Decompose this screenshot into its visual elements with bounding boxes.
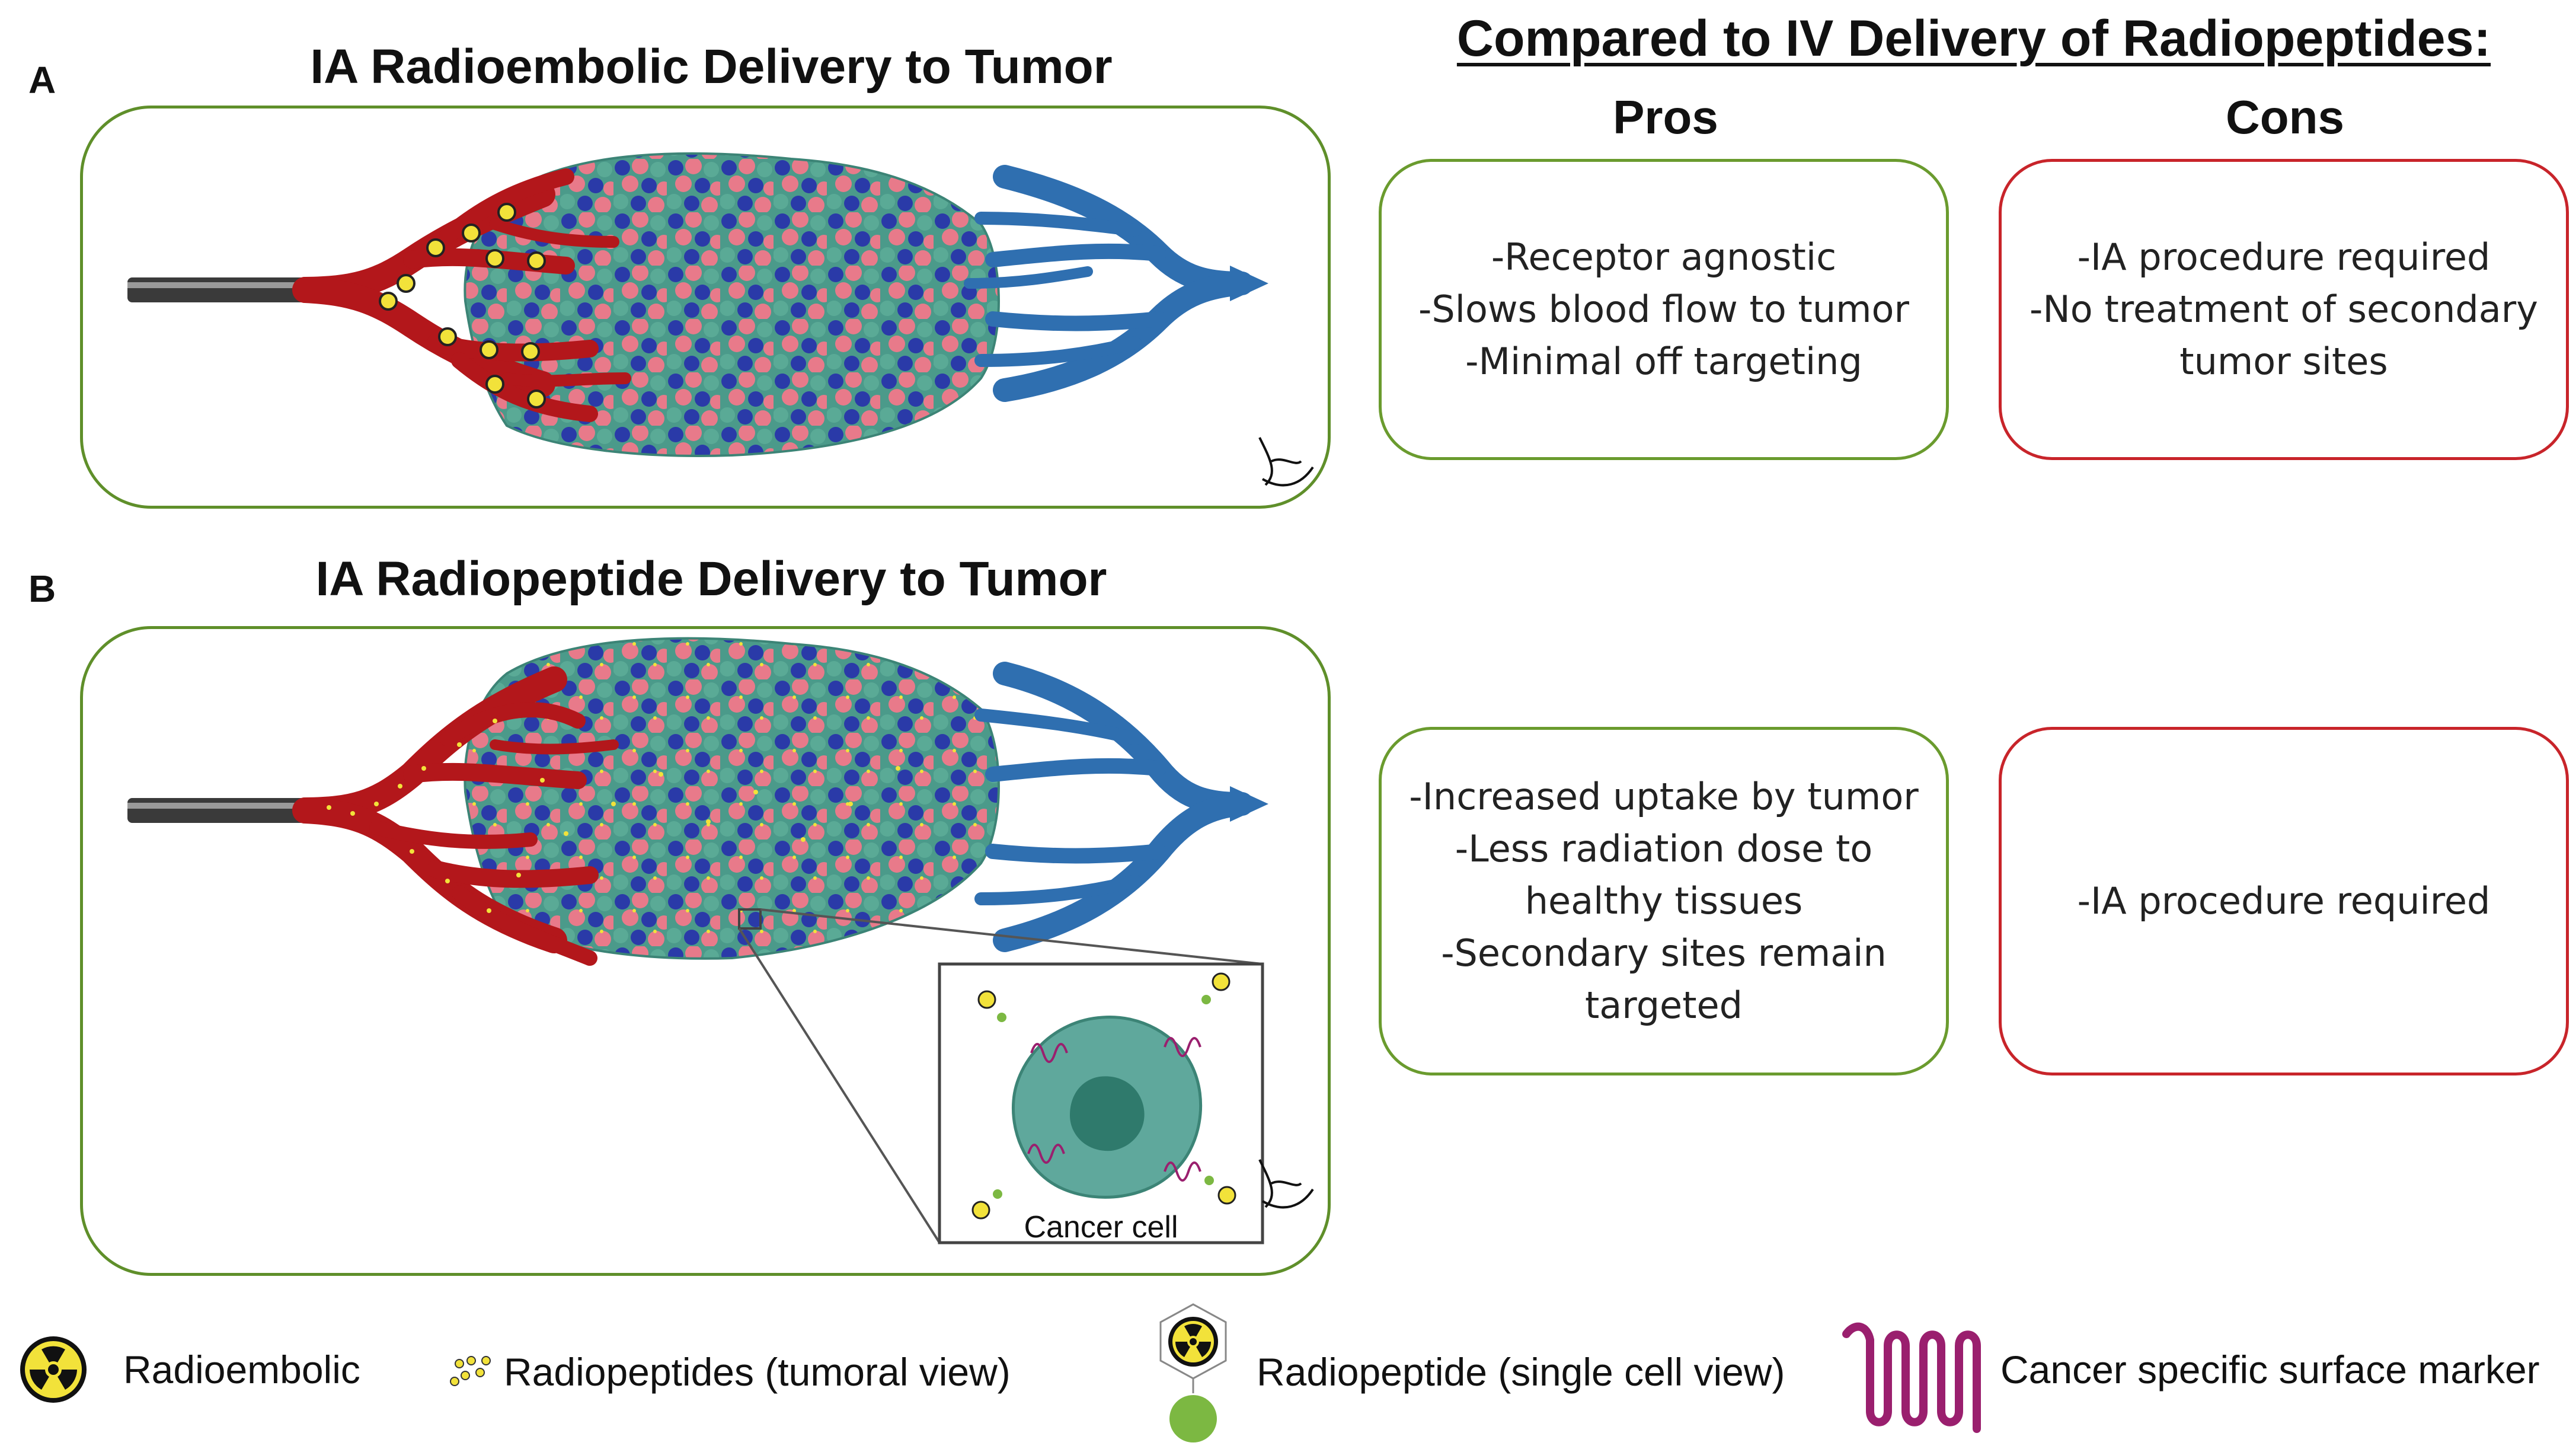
panel-a-pros-box: -Receptor agnostic -Slows blood flow to …: [1379, 159, 1949, 460]
cell-radiopeptides: [971, 972, 1236, 1220]
legend-radiopeptide-single: Radiopeptide (single cell view): [1257, 1350, 1785, 1394]
panel-a-title: IA Radioembolic Delivery to Tumor: [310, 40, 1113, 94]
radiopeptides-tumoral-icon: [450, 1356, 491, 1386]
cons-a-item: tumor sites: [2179, 340, 2388, 383]
pros-a-item: -Slows blood flow to tumor: [1418, 288, 1909, 331]
pros-b-item: -Less radiation dose to: [1455, 827, 1873, 870]
pros-a-item: -Receptor agnostic: [1491, 235, 1837, 279]
radioembolic-beads: [379, 203, 546, 408]
pros-b-item: -Secondary sites remain: [1441, 931, 1887, 975]
surface-markers: [1027, 1037, 1201, 1182]
panel-a-illustration: [127, 152, 1314, 487]
pros-b-item: targeted: [1584, 984, 1743, 1027]
cons-header: Cons: [2226, 91, 2344, 143]
cons-a-item: -IA procedure required: [2077, 235, 2491, 279]
cell-nucleus: [1070, 1076, 1145, 1151]
surface-marker-icon: [1842, 1322, 1981, 1433]
artery-tree: [292, 666, 619, 966]
catheter: [127, 277, 305, 302]
vein-tree: [974, 662, 1254, 952]
artist-signature: [1258, 437, 1314, 487]
radioembolic-icon: [20, 1336, 87, 1403]
legend-radiopeptides-tumoral: Radiopeptides (tumoral view): [504, 1350, 1011, 1394]
panel-a-letter: A: [28, 59, 56, 101]
pros-header: Pros: [1613, 91, 1718, 143]
inset-label: Cancer cell: [1024, 1210, 1178, 1244]
legend-radioembolic: Radioembolic: [123, 1348, 360, 1391]
panel-b-cons-box: -IA procedure required: [1999, 727, 2569, 1075]
pros-a-item: -Minimal off targeting: [1465, 340, 1862, 383]
panel-a-cons-box: -IA procedure required -No treatment of …: [1999, 159, 2569, 460]
radiopeptide-dots: [327, 719, 900, 913]
zoom-source: [738, 908, 762, 930]
artist-signature: [1258, 1159, 1314, 1209]
pros-b-item: -Increased uptake by tumor: [1409, 775, 1919, 818]
radiopeptide-single-icon: [1159, 1303, 1227, 1442]
pros-b-item: healthy tissues: [1524, 879, 1803, 923]
legend-surface-marker: Cancer specific surface marker: [2000, 1348, 2540, 1391]
panel-b-pros-box: -Increased uptake by tumor -Less radiati…: [1379, 727, 1949, 1075]
artery-tree: [292, 168, 631, 422]
panel-b-letter: B: [28, 567, 56, 610]
cons-a-item: -No treatment of secondary: [2030, 288, 2538, 331]
panel-b-illustration: [127, 637, 1314, 1244]
cons-b-item: -IA procedure required: [2077, 879, 2491, 923]
catheter: [127, 798, 305, 823]
comparison-title: Compared to IV Delivery of Radiopeptides…: [1456, 10, 2491, 67]
vein-tree: [964, 165, 1254, 402]
panel-b-title: IA Radiopeptide Delivery to Tumor: [315, 552, 1107, 606]
